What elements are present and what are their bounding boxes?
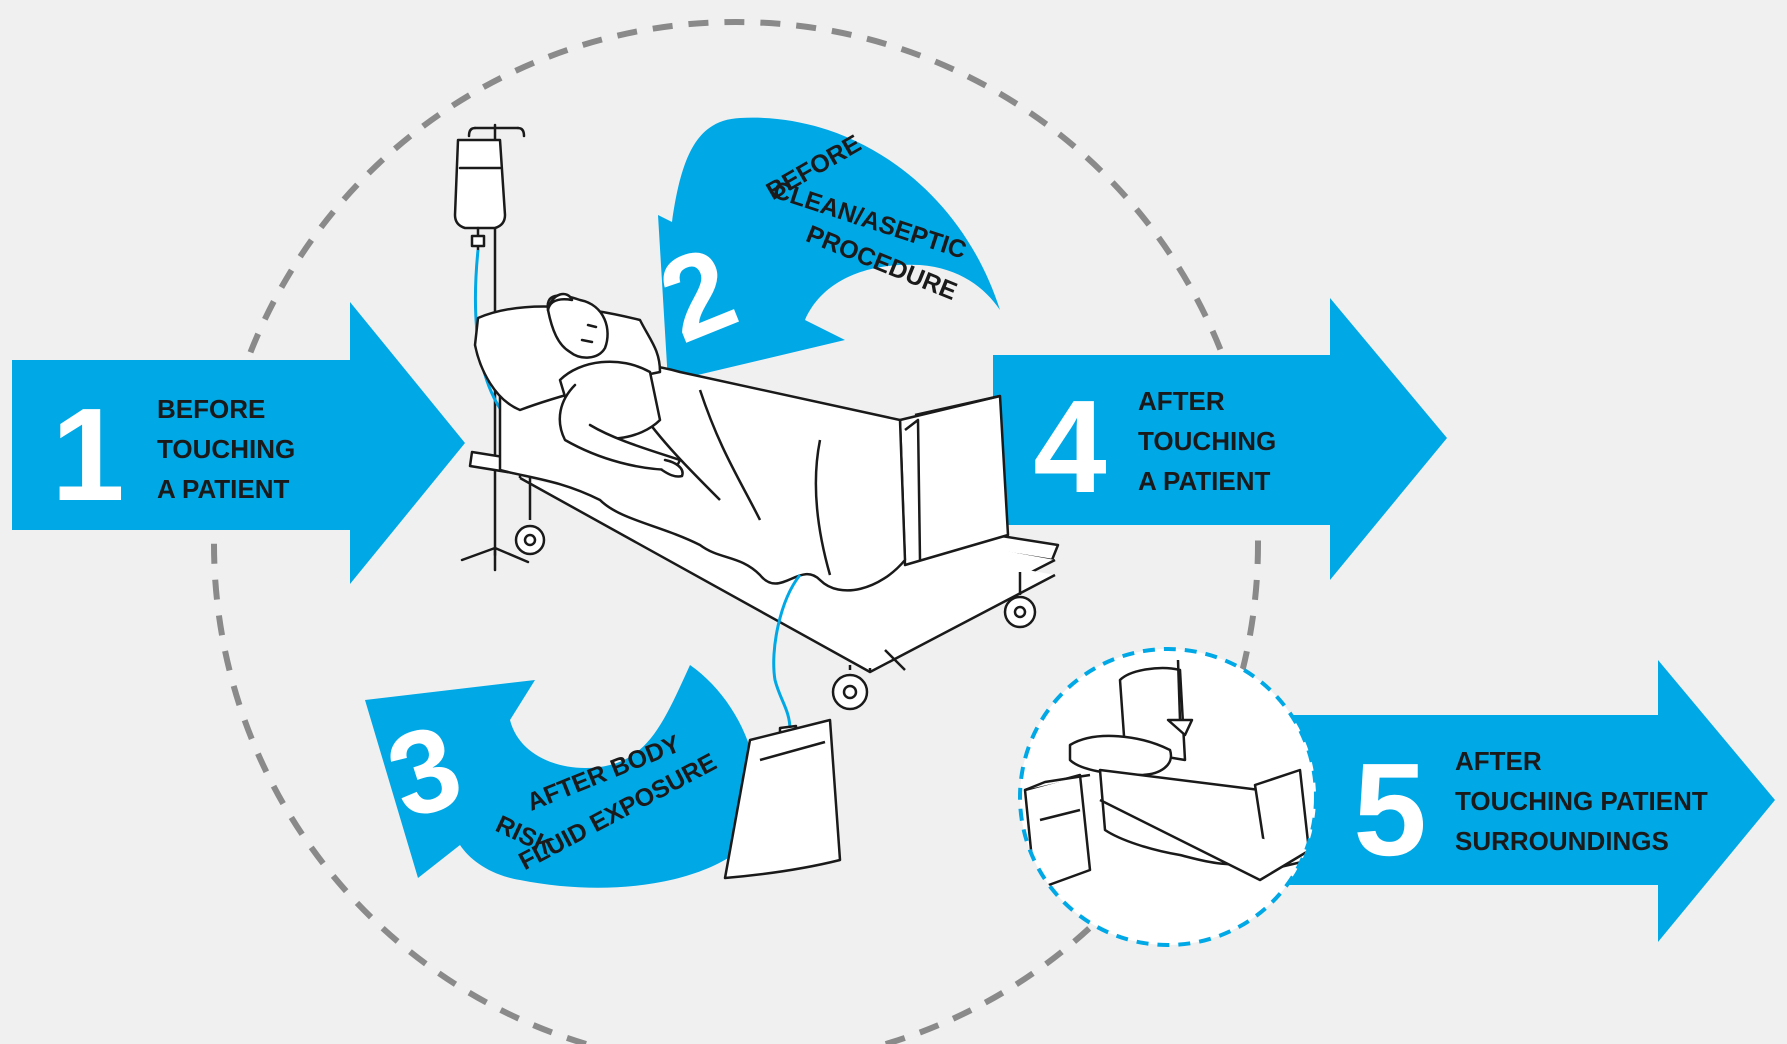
moment-5-line-3: SURROUNDINGS bbox=[1455, 826, 1669, 856]
moment-5-number: 5 bbox=[1353, 736, 1426, 883]
moment-4-line-1: AFTER bbox=[1138, 386, 1225, 416]
moment-1-line-1: BEFORE bbox=[157, 394, 265, 424]
patient-zone-icon bbox=[1020, 649, 1316, 945]
moment-1-arrow: 1 BEFORE TOUCHING A PATIENT bbox=[12, 302, 465, 584]
moment-4-number: 4 bbox=[1033, 373, 1106, 520]
moment-1-number: 1 bbox=[51, 381, 124, 528]
moment-5-line-2: TOUCHING PATIENT bbox=[1455, 786, 1708, 816]
moment-4-line-3: A PATIENT bbox=[1138, 466, 1271, 496]
moment-4-line-2: TOUCHING bbox=[1138, 426, 1276, 456]
hospital-bed-icon bbox=[470, 306, 1058, 709]
moment-2-arrow: 2 BEFORE CLEAN/ASEPTIC PROCEDURE bbox=[643, 118, 1000, 382]
moment-4-arrow: 4 AFTER TOUCHING A PATIENT bbox=[993, 298, 1447, 580]
moment-3-arrow: 3 AFTER BODY FLUID EXPOSURE RISK bbox=[365, 665, 759, 888]
moment-1-line-3: A PATIENT bbox=[157, 474, 290, 504]
moment-5-line-1: AFTER bbox=[1455, 746, 1542, 776]
moment-1-line-2: TOUCHING bbox=[157, 434, 295, 464]
